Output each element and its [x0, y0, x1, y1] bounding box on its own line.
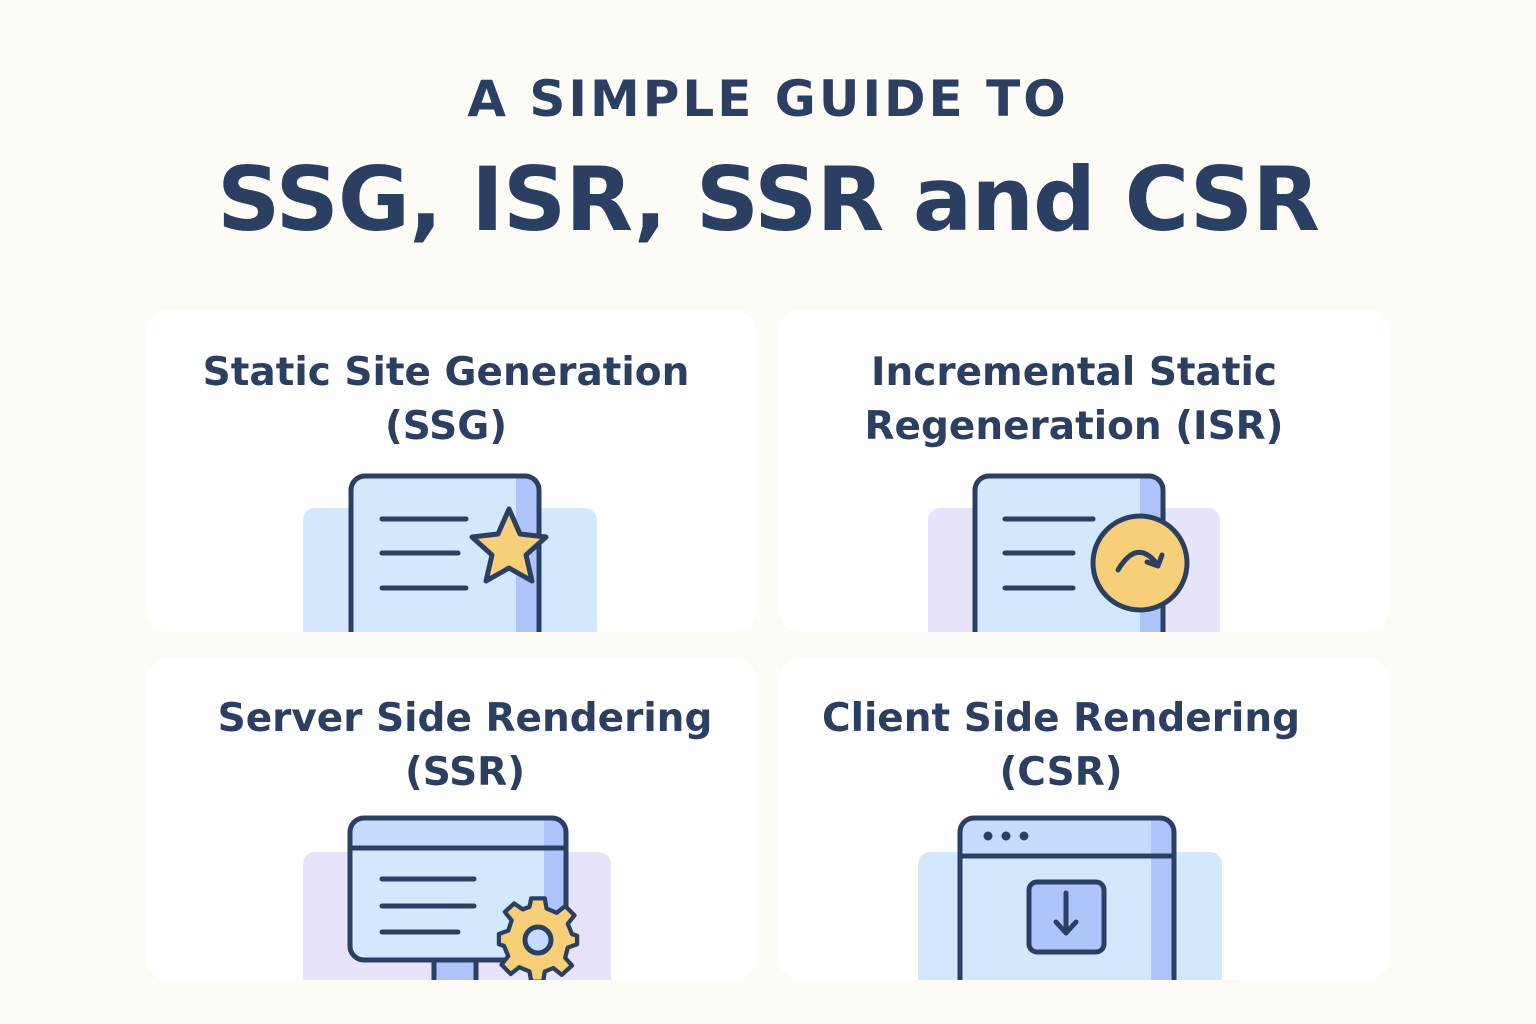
- card-title-line: Server Side Rendering: [217, 696, 713, 741]
- browser-download-icon: [918, 815, 1222, 980]
- card-title-line: Incremental Static: [870, 350, 1277, 395]
- card-ssg: Static Site Generation (SSG): [146, 310, 756, 632]
- card-title-line: (SSG): [384, 404, 508, 449]
- card-title: Client Side Rendering (CSR): [779, 692, 1366, 800]
- card-title-line: (SSR): [404, 750, 526, 795]
- card-title-line: Static Site Generation: [202, 350, 690, 395]
- card-ssr: Server Side Rendering (SSR): [146, 658, 756, 980]
- card-csr: Client Side Rendering (CSR): [779, 658, 1389, 980]
- document-star-icon: [303, 473, 597, 632]
- guide-subtitle: A SIMPLE GUIDE TO: [467, 70, 1069, 128]
- card-title-line: (CSR): [999, 750, 1123, 795]
- card-title: Server Side Rendering (SSR): [160, 692, 756, 800]
- card-title-line: Regeneration (ISR): [864, 404, 1284, 449]
- monitor-gear-icon: [303, 815, 611, 980]
- card-title: Static Site Generation (SSG): [146, 346, 751, 454]
- card-title-line: Client Side Rendering: [821, 696, 1301, 741]
- guide-title: SSG, ISR, SSR and CSR: [217, 148, 1320, 251]
- document-refresh-icon: [928, 473, 1220, 632]
